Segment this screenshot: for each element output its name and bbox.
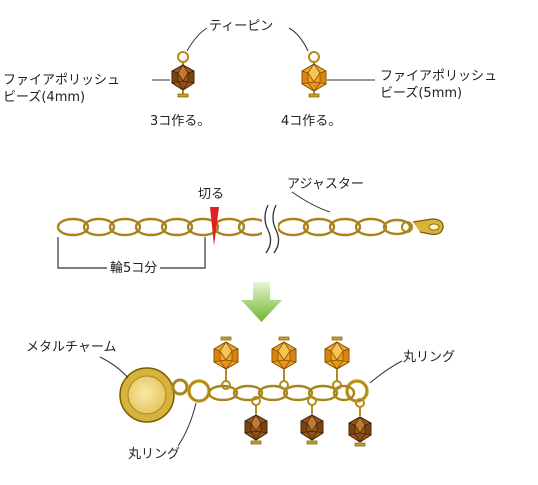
adjuster-label: アジャスター [287,177,364,192]
chain-bottom [207,384,356,402]
tea-pin-bead-small [171,51,195,98]
cut-label: 切る [198,187,225,202]
bead-dangle-orange-3 [324,336,350,390]
down-arrow [241,282,282,322]
chain-break-mark [262,204,280,254]
length-label: 輪5コ分 [107,261,161,277]
adjuster-leader [291,191,331,213]
adjuster-hook [401,218,444,235]
ring-left-label: 丸リング [128,447,181,462]
charm-label: メタルチャーム [26,340,117,355]
metal-charm [119,367,189,423]
chain-middle [56,217,412,237]
tea-pin-label: ティーピン [209,19,274,34]
ring-right-label: 丸リング [403,350,456,365]
bead-dangle-brown-2 [300,396,324,445]
bead-dangle-orange-2 [271,336,297,390]
bead-small-label: ファイアポリッシュ ビーズ(4mm) [3,73,121,105]
bead-dangle-brown-3 [348,398,372,447]
jump-ring-left [187,379,211,403]
tea-pin-bead-large [301,51,327,98]
bead-dangle-orange-1 [213,336,239,390]
bead-large-label: ファイアポリッシュ ビーズ(5mm) [380,69,498,101]
small-count-label: 3コ作る。 [150,114,211,129]
bottom-leader-lines [99,356,403,447]
cut-marker [210,207,219,246]
top-leader-lines [152,27,375,81]
bead-dangle-brown-1 [244,396,268,445]
large-count-label: 4コ作る。 [281,114,342,129]
